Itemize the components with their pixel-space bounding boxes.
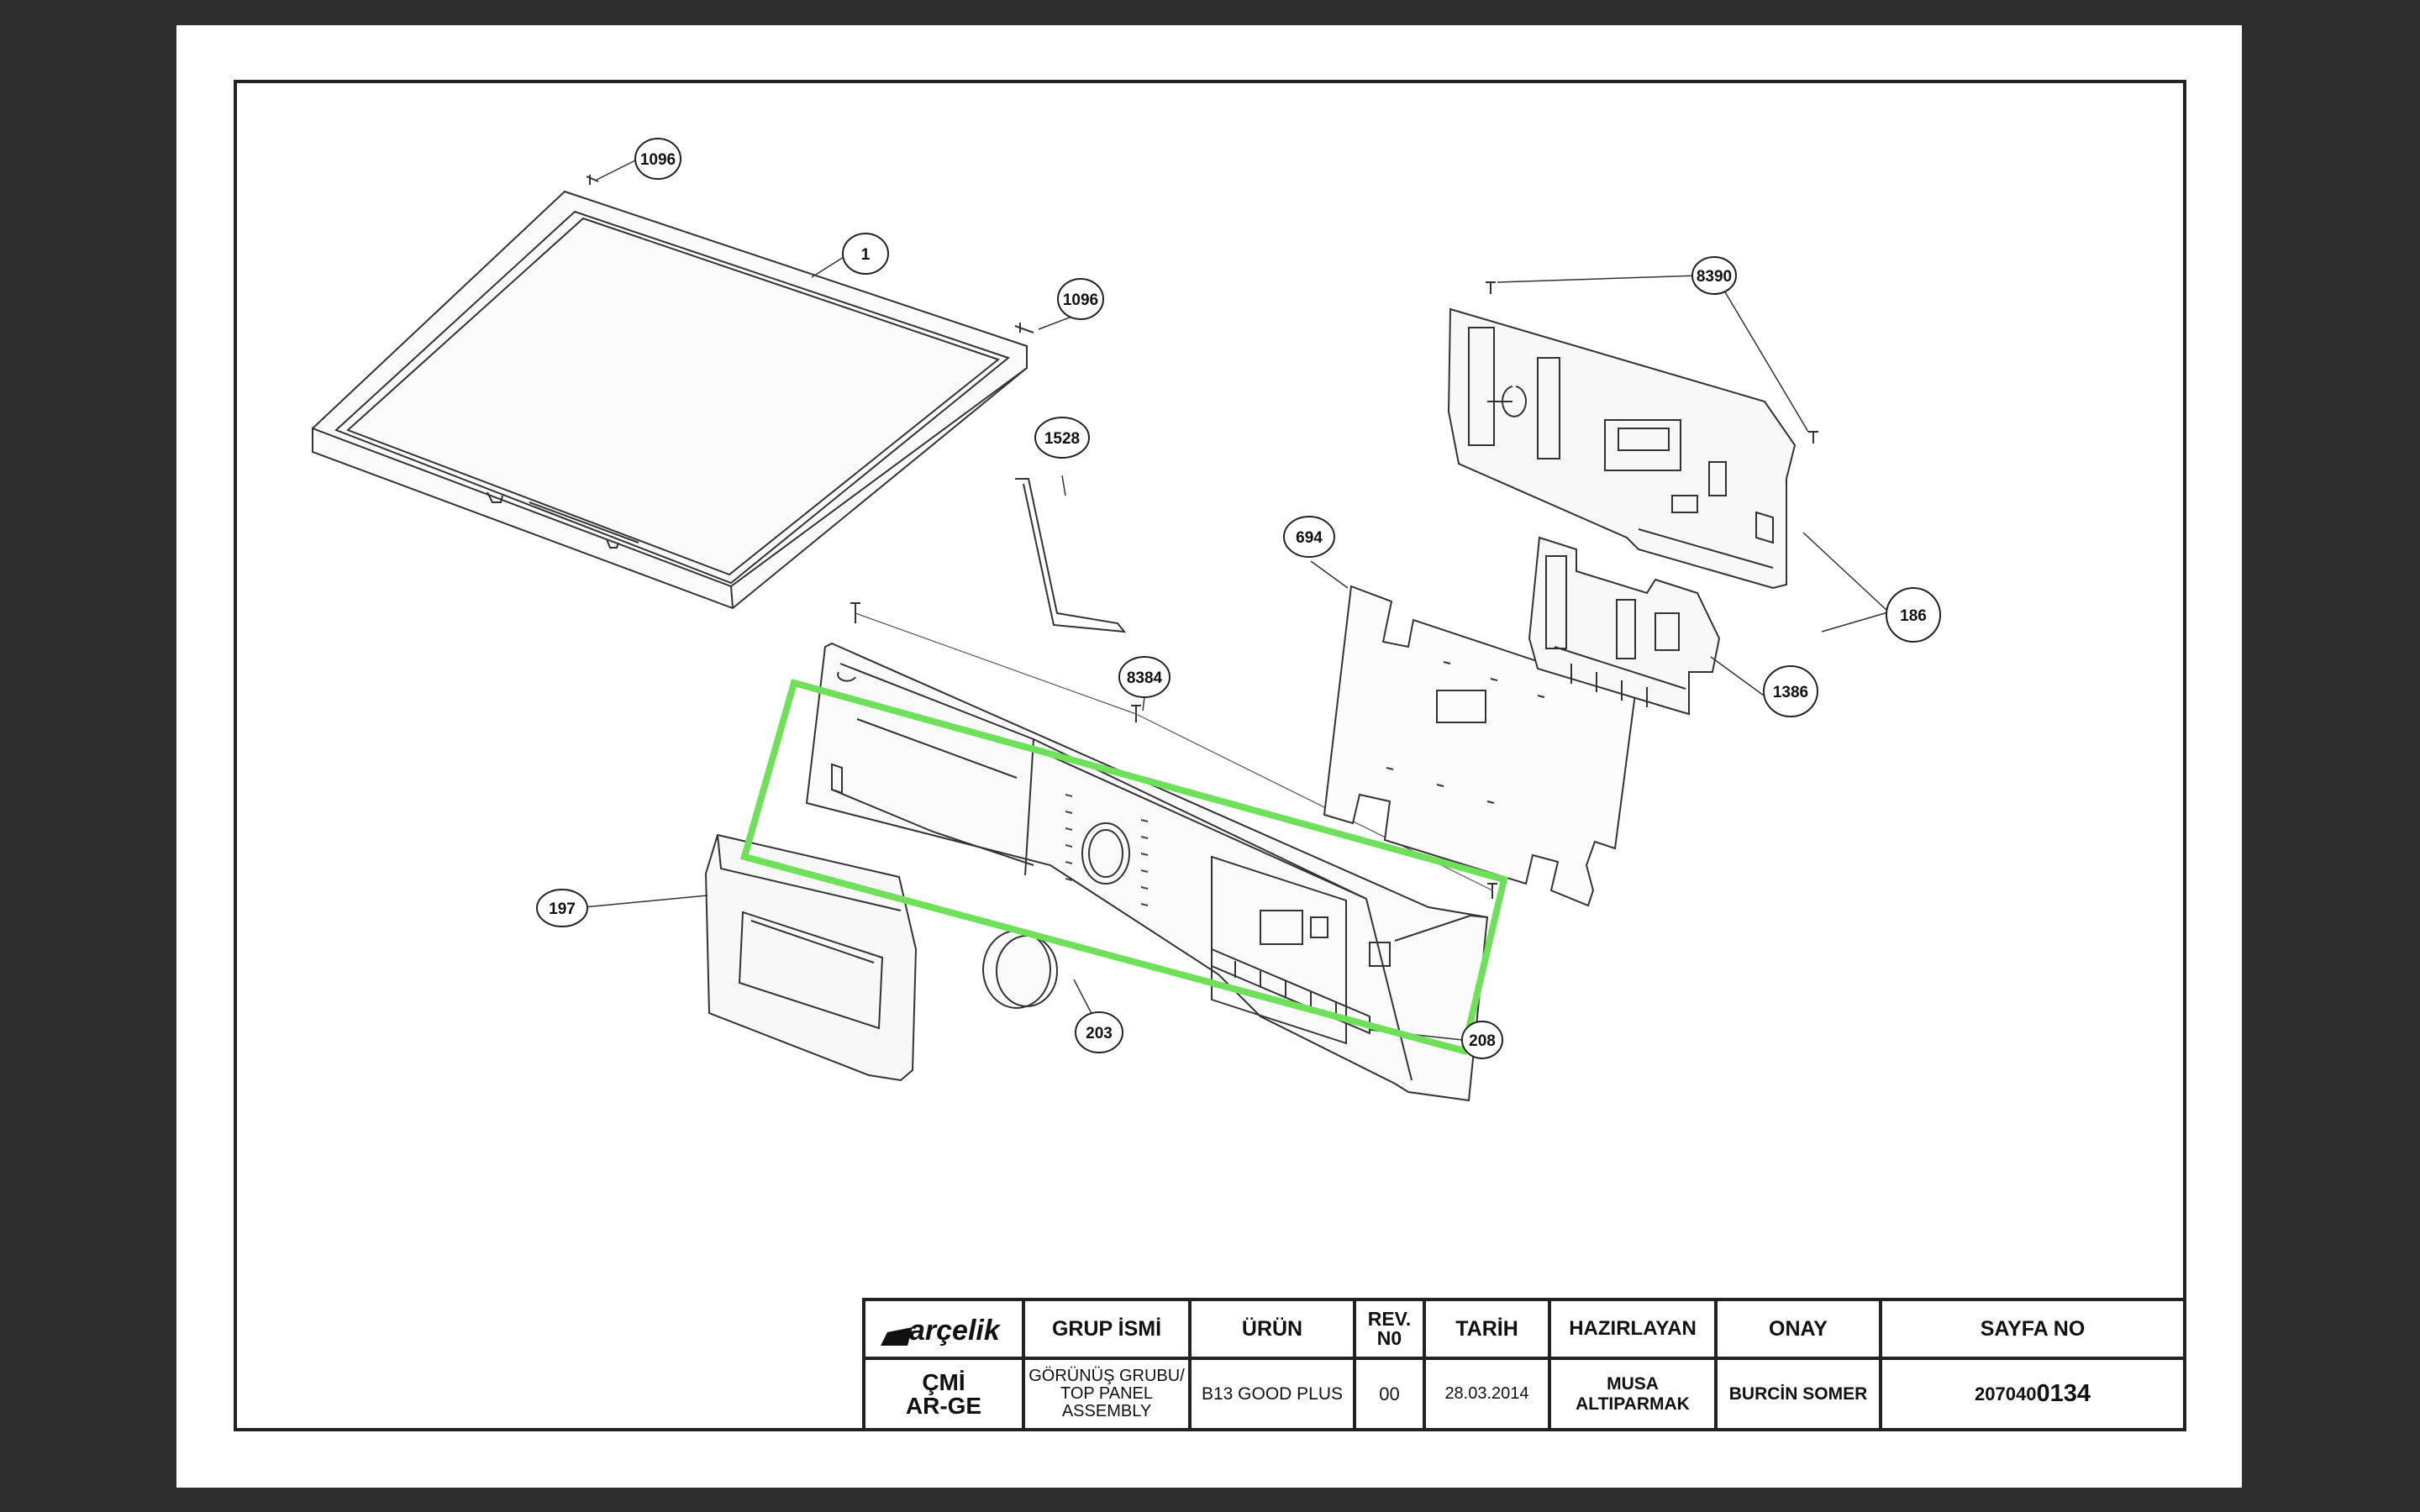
highlight-outline [740, 679, 1508, 1055]
value-rev: 00 [1379, 1383, 1400, 1404]
title-block-grid [862, 1298, 2186, 1431]
callout-208: 208 [1461, 1021, 1503, 1059]
main-pcb-part [1447, 307, 1797, 590]
callout-197: 197 [536, 889, 588, 927]
svg-text:1: 1 [861, 246, 871, 264]
header-prepared-by: HAZIRLAYAN [1569, 1317, 1697, 1340]
exploded-assembly-drawing: 1096 1 1096 1528 8384 197 203 208 [234, 80, 2186, 1431]
screw-1096-right [1014, 323, 1034, 333]
header-rev-line1: REV. [1367, 1308, 1412, 1330]
svg-text:8390: 8390 [1697, 268, 1732, 286]
page-no-prefix: 207040 [1975, 1383, 2037, 1404]
value-prepared-by: MUSA ALTIPARMAK [1576, 1373, 1690, 1414]
svg-text:1386: 1386 [1773, 684, 1808, 701]
department-label: ÇMİ AR-GE [864, 1358, 1023, 1430]
screw-8390 [1486, 281, 1818, 444]
header-rev-line2: N0 [1376, 1327, 1402, 1349]
value-group-name: GÖRÜNÜŞ GRUBU/ TOP PANEL ASSEMBLY [1023, 1358, 1190, 1430]
header-product: ÜRÜN [1241, 1316, 1303, 1341]
svg-text:1528: 1528 [1044, 430, 1080, 448]
callout-1096-left: 1096 [634, 138, 681, 180]
top-lid-part [312, 190, 1028, 610]
header-date: TARİH [1455, 1316, 1518, 1341]
callout-694: 694 [1283, 516, 1335, 558]
header-group-name: GRUP İSMİ [1051, 1316, 1162, 1341]
insulation-sheet-part [1323, 585, 1637, 907]
knob-part [982, 930, 1058, 1009]
header-page-no: SAYFA NO [1980, 1316, 2086, 1341]
value-approval: BURCİN SOMER [1728, 1383, 1868, 1404]
drawing-sheet: 1096 1 1096 1528 8384 197 203 208 [176, 25, 2242, 1488]
svg-text:1096: 1096 [1063, 291, 1098, 309]
svg-text:208: 208 [1469, 1032, 1496, 1050]
callout-1: 1 [842, 233, 889, 275]
svg-text:694: 694 [1296, 529, 1323, 547]
arcelik-logo-icon [881, 1327, 913, 1346]
svg-text:8384: 8384 [1127, 669, 1163, 687]
group-name-line1: GÖRÜNÜŞ GRUBU/ [1028, 1367, 1185, 1385]
callout-1528: 1528 [1034, 417, 1090, 459]
callout-8390: 8390 [1691, 256, 1737, 295]
svg-text:1096: 1096 [640, 151, 676, 169]
logo-wordmark: arçelik [909, 1314, 1000, 1347]
callout-203: 203 [1075, 1011, 1123, 1053]
svg-text:203: 203 [1086, 1025, 1113, 1042]
secondary-pcb-part [1528, 536, 1721, 716]
value-product: B13 GOOD PLUS [1201, 1383, 1344, 1404]
group-name-line2: TOP PANEL ASSEMBLY [1060, 1384, 1154, 1420]
panel-indicator-marks [1065, 794, 1149, 906]
header-rev: REV. N0 [1355, 1299, 1424, 1358]
callout-186: 186 [1886, 587, 1941, 643]
screw-1096-left [586, 175, 599, 185]
leader-lines [583, 159, 1900, 1041]
callout-1096-right: 1096 [1057, 278, 1104, 320]
value-date: 28.03.2014 [1444, 1384, 1529, 1403]
callout-8384: 8384 [1118, 656, 1171, 698]
department-line2: AR-GE [905, 1392, 982, 1419]
svg-text:197: 197 [549, 900, 576, 918]
department-line1: ÇMİ [922, 1368, 965, 1395]
svg-text:186: 186 [1900, 607, 1927, 625]
wire-clip-part [1015, 478, 1127, 633]
page-no-suffix: 0134 [2036, 1380, 2091, 1407]
callout-1386: 1386 [1763, 665, 1818, 717]
header-approval: ONAY [1769, 1316, 1828, 1341]
